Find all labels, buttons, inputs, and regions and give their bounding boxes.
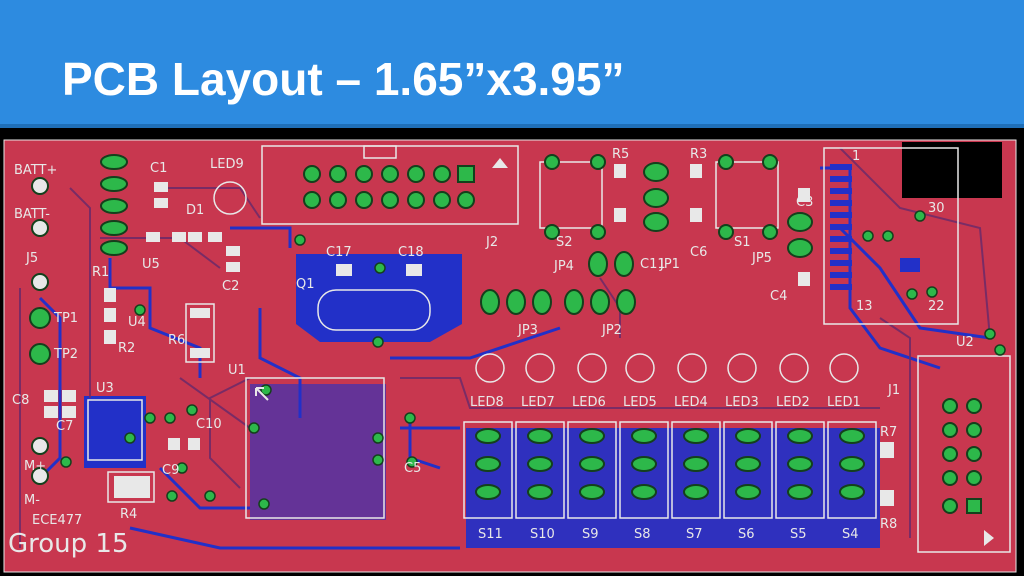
label-c7: C7 [56,419,73,434]
label-s1: S1 [734,235,751,250]
jumper-pads [480,154,813,315]
smd-pads [44,164,894,506]
title-banner [0,0,1024,124]
label-led8: LED8 [470,395,504,410]
label-c5: C5 [404,461,421,476]
label-c17: C17 [326,245,352,260]
label-d1: D1 [186,203,204,218]
label-r3: R3 [690,147,707,162]
label-s11: S11 [478,527,503,542]
label-tp2: TP2 [53,347,78,362]
label-jp5: JP5 [751,251,772,266]
label-u4: U4 [128,315,146,330]
label-led2: LED2 [776,395,810,410]
label-s6: S6 [738,527,755,542]
label-s7: S7 [686,527,703,542]
label-jp3: JP3 [517,323,538,338]
label-m-plus: M+ [24,459,46,474]
label-group: Group 15 [8,529,129,559]
label-r6: R6 [168,333,185,348]
j1-connector-pads [942,398,982,514]
u1-pin1-marker [255,387,269,401]
switch-pads [475,428,865,500]
label-c18: C18 [398,245,424,260]
banner-divider [0,124,1024,128]
label-s2: S2 [556,235,573,250]
label-u3: U3 [96,381,114,396]
label-led5: LED5 [623,395,657,410]
label-c1: C1 [150,161,167,176]
label-jp2: JP2 [601,323,622,338]
label-q1: Q1 [296,277,315,292]
label-jp1: JP1 [659,257,680,272]
left-header-pads [100,154,128,256]
bottom-traces [38,166,991,550]
label-j5: J5 [25,251,38,266]
terminal-pads [29,177,51,485]
label-c6: C6 [690,245,707,260]
bottom-pour-switches [466,428,880,548]
label-led4: LED4 [674,395,708,410]
label-jp4: JP4 [553,259,574,274]
label-c2: C2 [222,279,239,294]
label-led3: LED3 [725,395,759,410]
board-cutout [902,142,1002,198]
bottom-pour-u1 [250,384,386,520]
label-s8: S8 [634,527,651,542]
label-r4: R4 [120,507,137,522]
header-pins-j2 [303,165,475,209]
label-c4: C4 [770,289,787,304]
label-led7: LED7 [521,395,555,410]
label-batt-minus: BATT- [14,207,50,222]
label-u2-pin22: 22 [928,299,945,314]
label-batt-plus: BATT+ [14,163,57,178]
label-s4: S4 [842,527,859,542]
vias [60,210,1006,510]
label-u1: U1 [228,363,246,378]
label-led1: LED1 [827,395,861,410]
silkscreen-labels: BATT+ BATT- J5 R1 TP1 TP2 R2 U4 C8 C7 U3… [8,147,974,559]
j1-pin1-marker [984,530,994,546]
label-c10: C10 [196,417,222,432]
label-r1: R1 [92,265,109,280]
label-led9: LED9 [210,157,244,172]
label-c8: C8 [12,393,29,408]
label-ece: ECE477 [32,513,82,528]
label-s10: S10 [530,527,555,542]
label-r8: R8 [880,517,897,532]
label-u2-pin1: 1 [852,149,860,164]
label-m-minus: M- [24,493,40,508]
label-s5: S5 [790,527,807,542]
label-u2: U2 [956,335,974,350]
silkscreen-outlines [87,145,1011,553]
label-u2-pin30: 30 [928,201,945,216]
label-r7: R7 [880,425,897,440]
bottom-pour-u3 [84,396,146,468]
u2-pins [830,164,920,290]
label-j1: J1 [887,383,900,398]
slide-title: PCB Layout – 1.65”x3.95” [62,53,625,105]
pcb-layout-diagram: BATT+ BATT- J5 R1 TP1 TP2 R2 U4 C8 C7 U3… [3,139,1017,573]
label-u2-pin13: 13 [856,299,873,314]
label-c3: C3 [796,195,813,210]
label-led6: LED6 [572,395,606,410]
label-c9: C9 [162,463,179,478]
label-tp1: TP1 [53,311,78,326]
label-u5: U5 [142,257,160,272]
label-c11: C11 [640,257,666,272]
label-s9: S9 [582,527,599,542]
label-j2: J2 [485,235,498,250]
label-r2: R2 [118,341,135,356]
led-row-pads [475,353,859,383]
label-r5: R5 [612,147,629,162]
j2-pin1-marker [492,158,508,168]
